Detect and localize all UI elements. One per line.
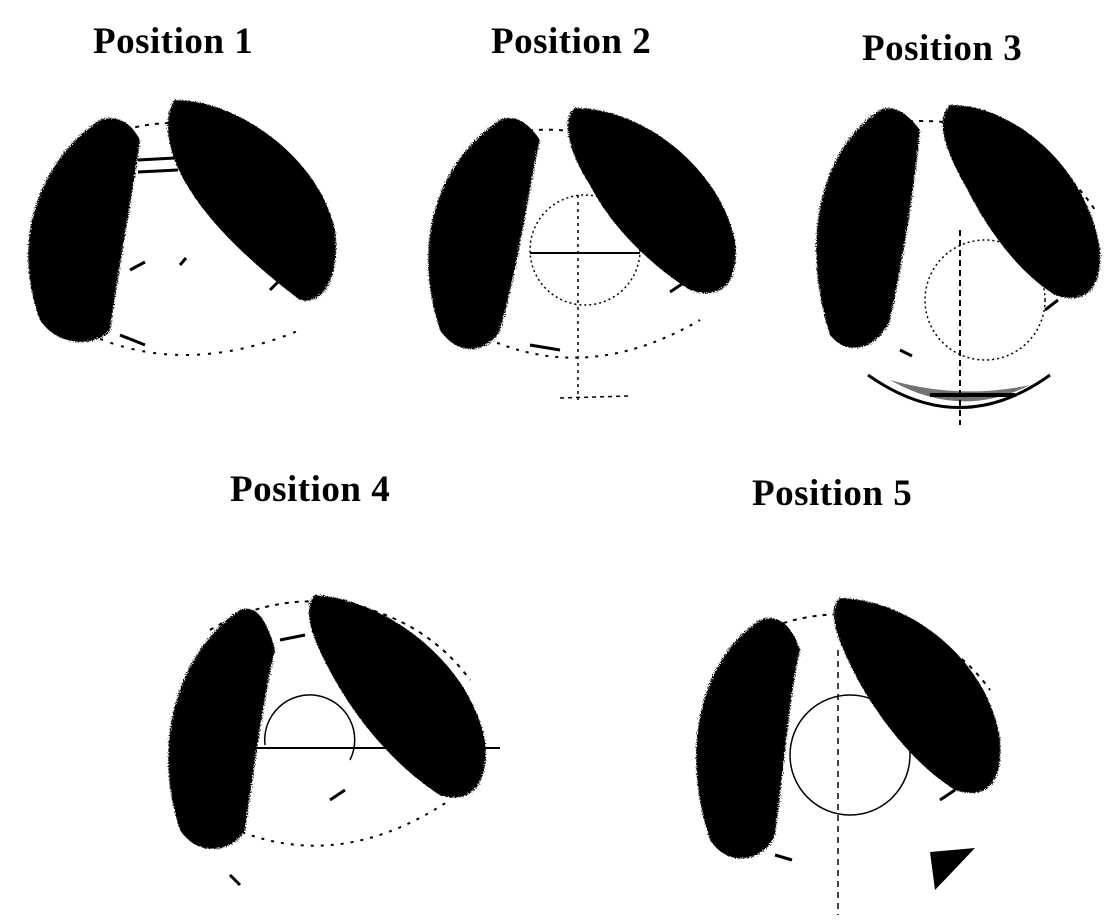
panel-3-left-lobe (816, 108, 920, 348)
panel-2-rim-bottom (470, 320, 700, 358)
panel-4-left-lobe (168, 609, 275, 849)
panel-5-diagram (696, 598, 1000, 915)
panel-5-reticle-circle (790, 695, 910, 815)
panel-3-right-lobe (943, 105, 1100, 298)
panel-2-diagram (428, 108, 736, 400)
panel-3-fragments (900, 300, 1058, 356)
panel-5-fragments (775, 790, 955, 860)
panel-4-right-lobe (309, 595, 486, 798)
panel-4-reticle-arc (265, 695, 355, 760)
panel-1-left-lobe (28, 118, 140, 342)
panel-1-fragments (120, 258, 280, 345)
panel-2-reticle-circle (530, 195, 640, 305)
panel-2-left-lobe (428, 118, 540, 349)
panel-1-rim-bottom (80, 330, 300, 355)
panel-1-right-lobe (168, 100, 336, 301)
panel-4-rim-bottom (215, 800, 450, 846)
panel-5-left-lobe (696, 618, 800, 858)
panel-2-fragments (530, 282, 685, 350)
panel-1-diagram (28, 100, 336, 355)
panel-3-diagram (816, 105, 1100, 425)
panel-2-baseline (560, 396, 630, 398)
panel-4-diagram (168, 595, 500, 885)
panel-1-bridge (138, 158, 178, 172)
panel-2-right-lobe (568, 108, 736, 293)
panel-5-triangle-marker (930, 848, 975, 890)
